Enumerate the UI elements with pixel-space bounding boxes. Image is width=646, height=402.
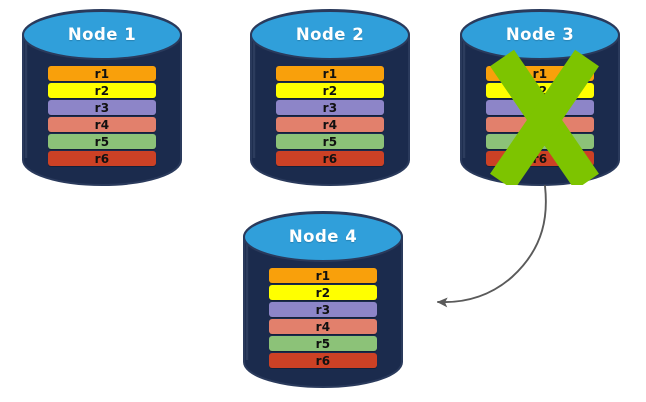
data-row-label: r2 (94, 83, 110, 98)
row-stack: r1 r2 r3 r4 r5 r6 (22, 66, 182, 166)
data-row-label: r1 (94, 66, 110, 81)
cylinder-top-ellipse (243, 212, 403, 262)
data-row-label: r5 (322, 134, 338, 149)
data-row[interactable]: r3 (48, 100, 156, 115)
cylinder-top-ellipse (460, 10, 620, 60)
data-row[interactable]: r3 (486, 100, 594, 115)
data-row[interactable]: r3 (269, 302, 377, 317)
data-row[interactable]: r4 (276, 117, 384, 132)
data-row[interactable]: r3 (276, 100, 384, 115)
data-row-label: r4 (532, 117, 548, 132)
row-stack: r1 r2 r3 r4 r5 r6 (243, 268, 403, 368)
data-row-label: r2 (315, 285, 331, 300)
data-row-label: r6 (532, 151, 548, 166)
data-row[interactable]: r2 (48, 83, 156, 98)
data-row[interactable]: r5 (48, 134, 156, 149)
data-row-label: r2 (322, 83, 338, 98)
data-row-label: r4 (322, 117, 338, 132)
data-row-label: r1 (322, 66, 338, 81)
data-row-label: r6 (94, 151, 110, 166)
data-row-label: r4 (315, 319, 331, 334)
data-row[interactable]: r5 (486, 134, 594, 149)
data-row-label: r4 (94, 117, 110, 132)
data-row-label: r3 (94, 100, 110, 115)
data-row[interactable]: r6 (486, 151, 594, 166)
data-row[interactable]: r4 (48, 117, 156, 132)
data-row-label: r5 (315, 336, 331, 351)
data-row-label: r5 (532, 134, 548, 149)
row-stack: r1 r2 r3 r4 r5 r6 (460, 66, 620, 166)
row-stack: r1 r2 r3 r4 r5 r6 (250, 66, 410, 166)
data-row[interactable]: r6 (48, 151, 156, 166)
data-row[interactable]: r5 (276, 134, 384, 149)
data-row[interactable]: r6 (269, 353, 377, 368)
data-row-label: r6 (315, 353, 331, 368)
data-row[interactable]: r4 (269, 319, 377, 334)
data-row-label: r5 (94, 134, 110, 149)
data-row[interactable]: r1 (48, 66, 156, 81)
data-row[interactable]: r5 (269, 336, 377, 351)
data-row[interactable]: r4 (486, 117, 594, 132)
data-row-label: r6 (322, 151, 338, 166)
data-row[interactable]: r2 (486, 83, 594, 98)
data-row-label: r1 (532, 66, 548, 81)
data-row-label: r3 (315, 302, 331, 317)
data-row[interactable]: r2 (276, 83, 384, 98)
data-row-label: r1 (315, 268, 331, 283)
cylinder-top-ellipse (22, 10, 182, 60)
data-row-label: r3 (532, 100, 548, 115)
cylinder-top-ellipse (250, 10, 410, 60)
data-row[interactable]: r6 (276, 151, 384, 166)
data-row[interactable]: r1 (269, 268, 377, 283)
data-row[interactable]: r1 (276, 66, 384, 81)
data-row-label: r3 (322, 100, 338, 115)
data-row[interactable]: r2 (269, 285, 377, 300)
data-row-label: r2 (532, 83, 548, 98)
data-row[interactable]: r1 (486, 66, 594, 81)
